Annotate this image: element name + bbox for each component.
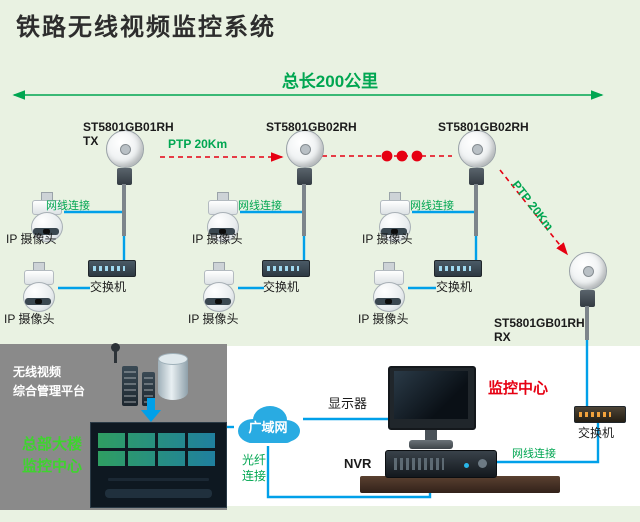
group3-switch-label: 交换机 bbox=[436, 280, 473, 294]
antenna2-model-label: ST5801GB02RH bbox=[266, 120, 357, 134]
camera-dome-icon bbox=[379, 212, 411, 242]
antenna-radio-icon bbox=[580, 290, 595, 307]
group1-switch-label: 交换机 bbox=[90, 280, 127, 294]
nvr-device bbox=[385, 450, 497, 478]
camera-lens-icon bbox=[215, 299, 222, 304]
group2-camera-bottom bbox=[196, 262, 240, 312]
monitor-base bbox=[409, 440, 453, 449]
wan-cloud: 广域网 bbox=[232, 402, 304, 448]
group2-camera-bottom-label: IP 摄像头 bbox=[188, 312, 239, 326]
right-switch-label: 交换机 bbox=[578, 426, 615, 440]
group2-switch-label: 交换机 bbox=[263, 280, 300, 294]
database-cylinder-icon bbox=[158, 353, 188, 400]
right-switch-icon bbox=[574, 406, 626, 423]
group3-switch-icon bbox=[434, 260, 482, 277]
control-room-photo bbox=[90, 422, 227, 508]
antenna-pole bbox=[302, 184, 306, 236]
antenna-feed-icon bbox=[472, 144, 483, 155]
hop-dots bbox=[381, 150, 423, 162]
camera-dome-icon bbox=[31, 212, 63, 242]
antenna-feed-icon bbox=[300, 144, 311, 155]
total-length-label: 总长200公里 bbox=[281, 72, 379, 91]
ptp1-label: PTP 20Km bbox=[168, 137, 228, 151]
antenna-pole bbox=[474, 184, 478, 236]
group3-camera-bottom-label: IP 摄像头 bbox=[358, 312, 409, 326]
group2-camera-top-label: IP 摄像头 bbox=[192, 232, 243, 246]
server-rack-icon bbox=[142, 372, 155, 406]
antenna-radio-icon bbox=[297, 168, 312, 185]
fiber-label: 光纤连接 bbox=[242, 453, 267, 483]
antenna1-model-label: ST5801GB01RH bbox=[83, 120, 174, 134]
down-arrow-head-icon bbox=[141, 410, 161, 422]
camera-lens-icon bbox=[219, 229, 226, 234]
nvr-label: NVR bbox=[344, 456, 372, 471]
monitor-label: 显示器 bbox=[328, 396, 368, 411]
page-title: 铁路无线视频监控系统 bbox=[16, 14, 276, 41]
group1-cable-label: 网线连接 bbox=[46, 200, 90, 212]
group3-camera-top-label: IP 摄像头 bbox=[362, 232, 413, 246]
hq-label-line1: 总部大楼 bbox=[22, 436, 83, 453]
group1-switch-icon bbox=[88, 260, 136, 277]
antenna4-model-label: ST5801GB01RH bbox=[494, 316, 585, 330]
antenna1-mode-label: TX bbox=[83, 134, 99, 148]
cloud-icon bbox=[238, 406, 300, 443]
display-monitor bbox=[388, 366, 476, 450]
antenna-pole bbox=[122, 184, 126, 236]
antenna3-model-label: ST5801GB02RH bbox=[438, 120, 529, 134]
platform-label-line2: 综合管理平台 bbox=[13, 384, 86, 398]
server-rack-icon bbox=[122, 366, 138, 406]
antenna-feed-icon bbox=[120, 144, 131, 155]
antenna-radio-icon bbox=[469, 168, 484, 185]
center-label: 监控中心 bbox=[488, 380, 549, 397]
group1-camera-top-label: IP 摄像头 bbox=[6, 232, 57, 246]
group3-cable-label: 网线连接 bbox=[410, 200, 454, 212]
platform-label-line1: 无线视频 bbox=[13, 365, 62, 379]
antenna4-mode-label: RX bbox=[494, 330, 511, 344]
server-mast-icon bbox=[111, 343, 120, 363]
camera-lens-icon bbox=[35, 299, 42, 304]
monitor-neck bbox=[425, 430, 437, 440]
monitor-screen bbox=[394, 371, 468, 419]
right-cable-label: 网线连接 bbox=[512, 448, 556, 460]
camera-dome-icon bbox=[207, 212, 239, 242]
ptp2-label: PTP 20Km bbox=[508, 178, 557, 234]
camera-dome-icon bbox=[203, 282, 235, 312]
group2-switch-icon bbox=[262, 260, 310, 277]
antenna-radio-icon bbox=[117, 168, 132, 185]
group2-camera-top bbox=[200, 192, 244, 242]
wan-label: 广域网 bbox=[248, 420, 288, 435]
camera-dome-icon bbox=[373, 282, 405, 312]
group2-cable-label: 网线连接 bbox=[238, 200, 282, 212]
camera-lens-icon bbox=[391, 229, 398, 234]
group3-camera-bottom bbox=[366, 262, 410, 312]
camera-lens-icon bbox=[43, 229, 50, 234]
camera-dome-icon bbox=[23, 282, 55, 312]
antenna-pole bbox=[585, 306, 589, 340]
desk bbox=[360, 476, 560, 493]
down-arrow-icon bbox=[147, 398, 155, 411]
group1-camera-top bbox=[24, 192, 68, 242]
group1-camera-bottom bbox=[16, 262, 60, 312]
group1-camera-bottom-label: IP 摄像头 bbox=[4, 312, 55, 326]
antenna-feed-icon bbox=[583, 266, 594, 277]
hq-label-line2: 监控中心 bbox=[22, 458, 83, 475]
camera-lens-icon bbox=[385, 299, 392, 304]
antenna-dish-icon bbox=[286, 130, 324, 168]
group3-camera-top bbox=[372, 192, 416, 242]
